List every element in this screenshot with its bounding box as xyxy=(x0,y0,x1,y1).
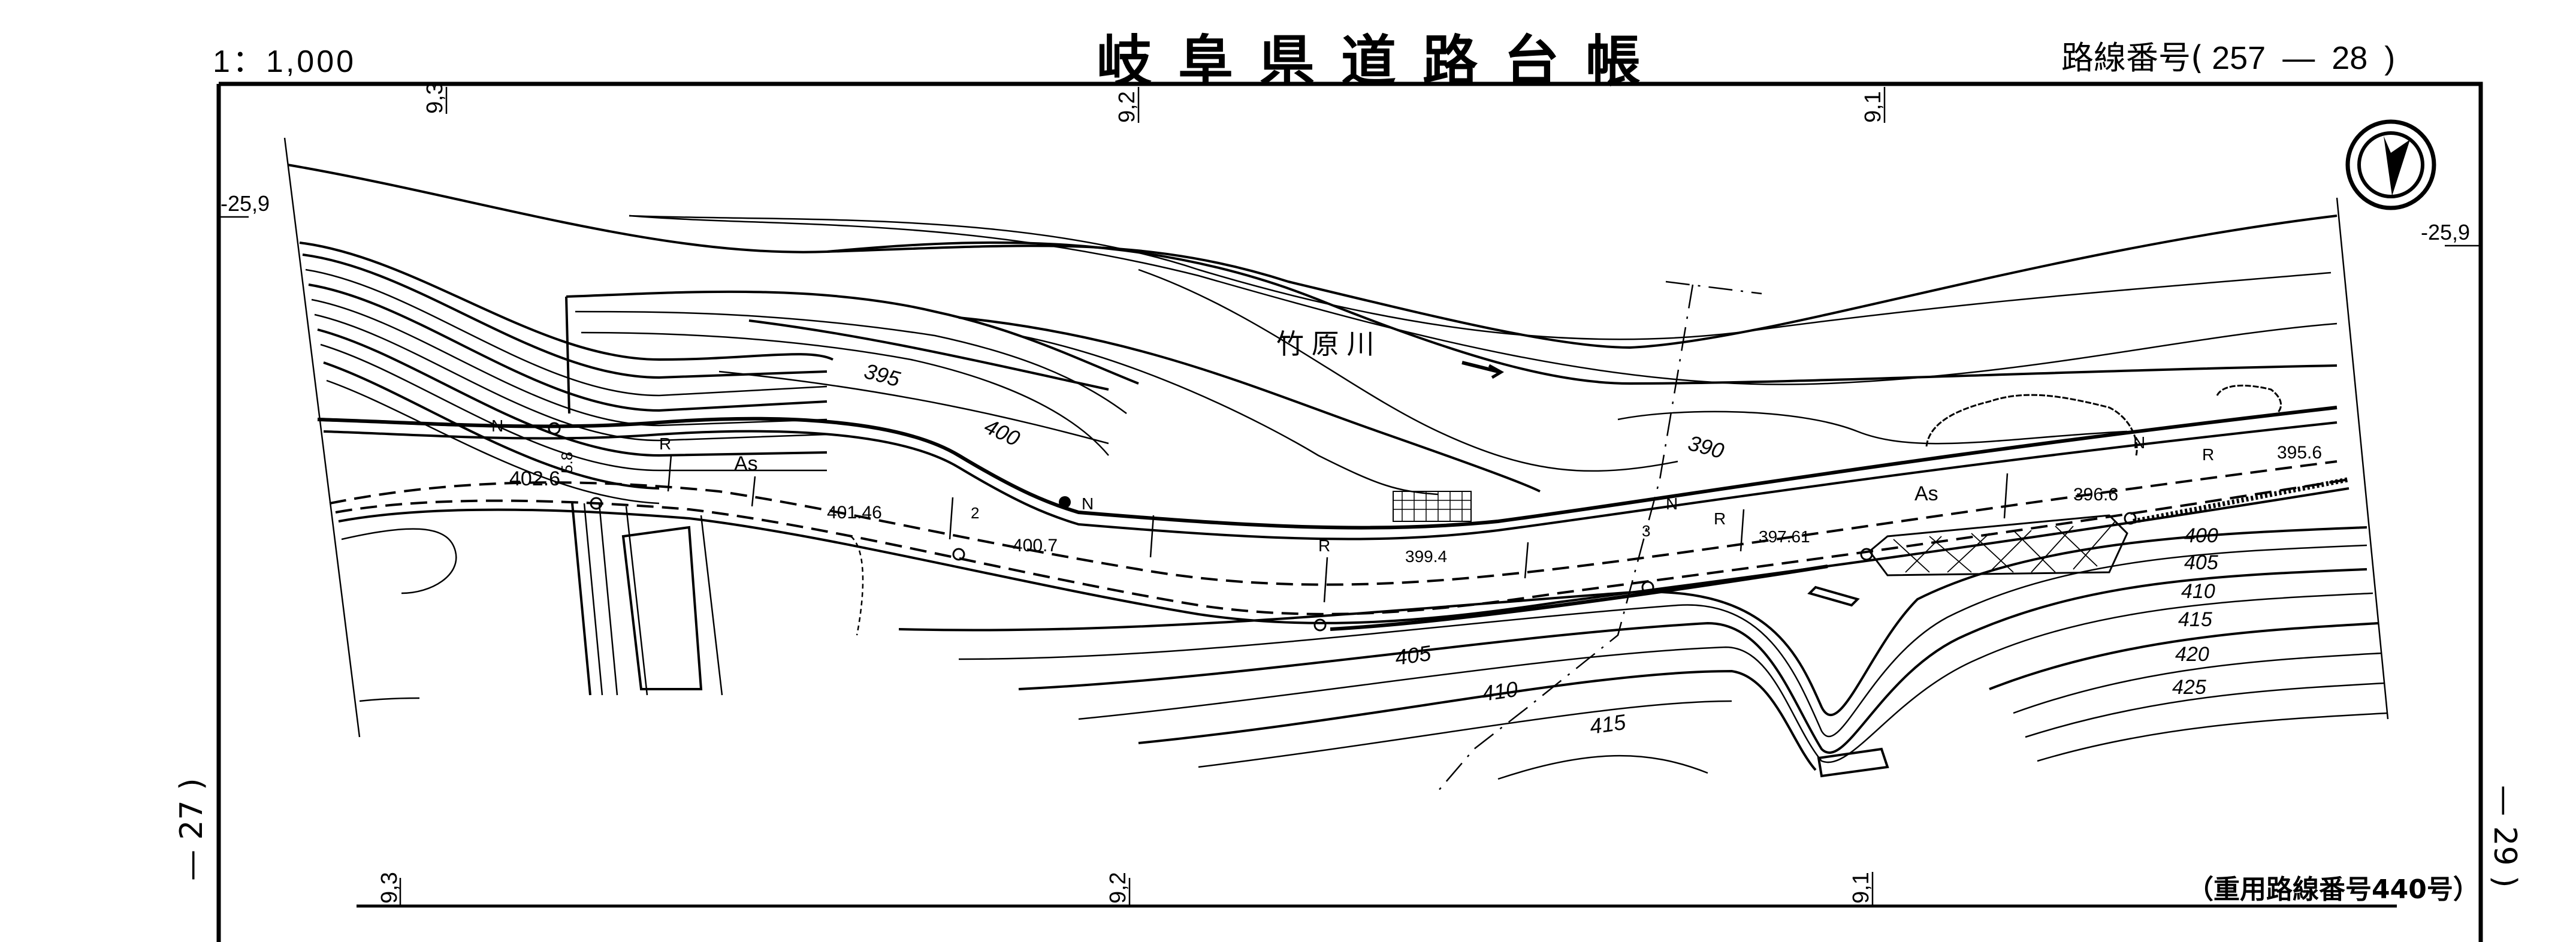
grid-tick-top-label: 9,2 xyxy=(1115,91,1140,123)
contour-label: 410 xyxy=(2181,580,2215,603)
grid-ticks-side: -25,9 -25,9 xyxy=(219,191,2481,247)
route-dash: — xyxy=(2282,40,2315,76)
utility-poles xyxy=(548,422,2137,632)
grid-tick-bottom-label: 9,1 xyxy=(1849,872,1874,904)
road-width-label: 5.8 xyxy=(558,452,576,473)
symbol-label: R xyxy=(2202,445,2214,464)
route-open-paren: ( xyxy=(2191,39,2204,77)
surface-asphalt-label: As xyxy=(734,452,758,475)
contour-label: 425 xyxy=(2172,676,2206,699)
contour-label: 415 xyxy=(1588,709,1627,739)
river-name-label: 竹 原 川 xyxy=(1276,328,1375,360)
survey-line xyxy=(1665,280,1762,295)
map-scale: 1：1,000 xyxy=(213,44,357,79)
symbol-label: R xyxy=(659,434,671,453)
contour-label: 395 xyxy=(862,358,904,391)
symbol-label: N xyxy=(2133,433,2145,452)
route-close-paren: ) xyxy=(2384,40,2396,76)
route-number-a: 257 xyxy=(2212,40,2266,76)
contour-label: 420 xyxy=(2175,643,2209,666)
grid-ticks-top: 9,3 9,2 9,1 xyxy=(422,82,1886,123)
grid-tick-left-label: -25,9 xyxy=(221,191,270,216)
grid-tick-bottom-label: 9,3 xyxy=(377,872,402,904)
segment-number: 2 xyxy=(971,504,979,522)
route-number: 路線番号(257 — 28) xyxy=(2061,31,2403,78)
symbol-label: N xyxy=(1082,494,1094,513)
elevation-point: 395.6 xyxy=(2277,443,2322,463)
road-centerline xyxy=(329,460,2338,586)
crosshatched-area xyxy=(1868,514,2128,576)
contour-label: 415 xyxy=(2178,608,2212,631)
road-north-edge xyxy=(317,406,2338,541)
contours-left-hill xyxy=(299,241,1678,505)
grid-tick-top-label: 9,3 xyxy=(422,82,448,114)
elevation-point: 396.6 xyxy=(2073,485,2118,505)
symbol-label: R xyxy=(1318,536,1330,555)
sheet-boundary xyxy=(283,137,2389,738)
grid-tick-bottom-label: 9,2 xyxy=(1106,872,1131,904)
grid-tick-top-label: 9,1 xyxy=(1861,91,1886,123)
grid-ticks-bottom: 9,3 9,2 9,1 xyxy=(377,872,1874,906)
vegetation-trees xyxy=(1925,385,2282,456)
contour-label: 410 xyxy=(1480,677,1519,706)
elevation-point: 402.6 xyxy=(509,467,560,490)
flow-direction-arrow-icon xyxy=(1461,361,1499,373)
river-takehara xyxy=(287,164,2338,445)
route-label: 路線番号 xyxy=(2061,39,2191,77)
boundary-line xyxy=(1438,284,1694,792)
elevation-point: 400.7 xyxy=(1013,536,1058,555)
duplicate-route-note: （重用路線番号440号） xyxy=(2187,874,2480,905)
side-road-building xyxy=(341,503,864,702)
road-width-arrows xyxy=(667,455,2009,603)
grid-hatched-area xyxy=(1393,491,1472,522)
elevation-point: 399.4 xyxy=(1405,547,1447,566)
contour-label: 390 xyxy=(1686,430,1727,463)
contour-label: 405 xyxy=(1393,641,1433,670)
contour-label: 400 xyxy=(981,413,1024,451)
grid-tick-right-label: -25,9 xyxy=(2421,220,2470,244)
elevation-point: 397.61 xyxy=(1759,527,1810,546)
symbol-label: N xyxy=(491,416,503,435)
route-number-b: 28 xyxy=(2332,40,2368,76)
elevation-point: 401.46 xyxy=(827,503,882,523)
north-arrow-icon xyxy=(2345,119,2436,210)
culvert-structure xyxy=(1393,477,2349,778)
segment-number: 3 xyxy=(1642,522,1650,540)
surface-asphalt-label: As xyxy=(1914,482,1938,505)
contour-label: 405 xyxy=(2184,551,2218,574)
map-frame xyxy=(216,81,2483,942)
contours-south-hill xyxy=(898,526,2388,780)
contour-label: 400 xyxy=(2184,524,2218,547)
symbol-label: R xyxy=(1714,509,1726,528)
symbol-label: N xyxy=(1666,494,1678,513)
